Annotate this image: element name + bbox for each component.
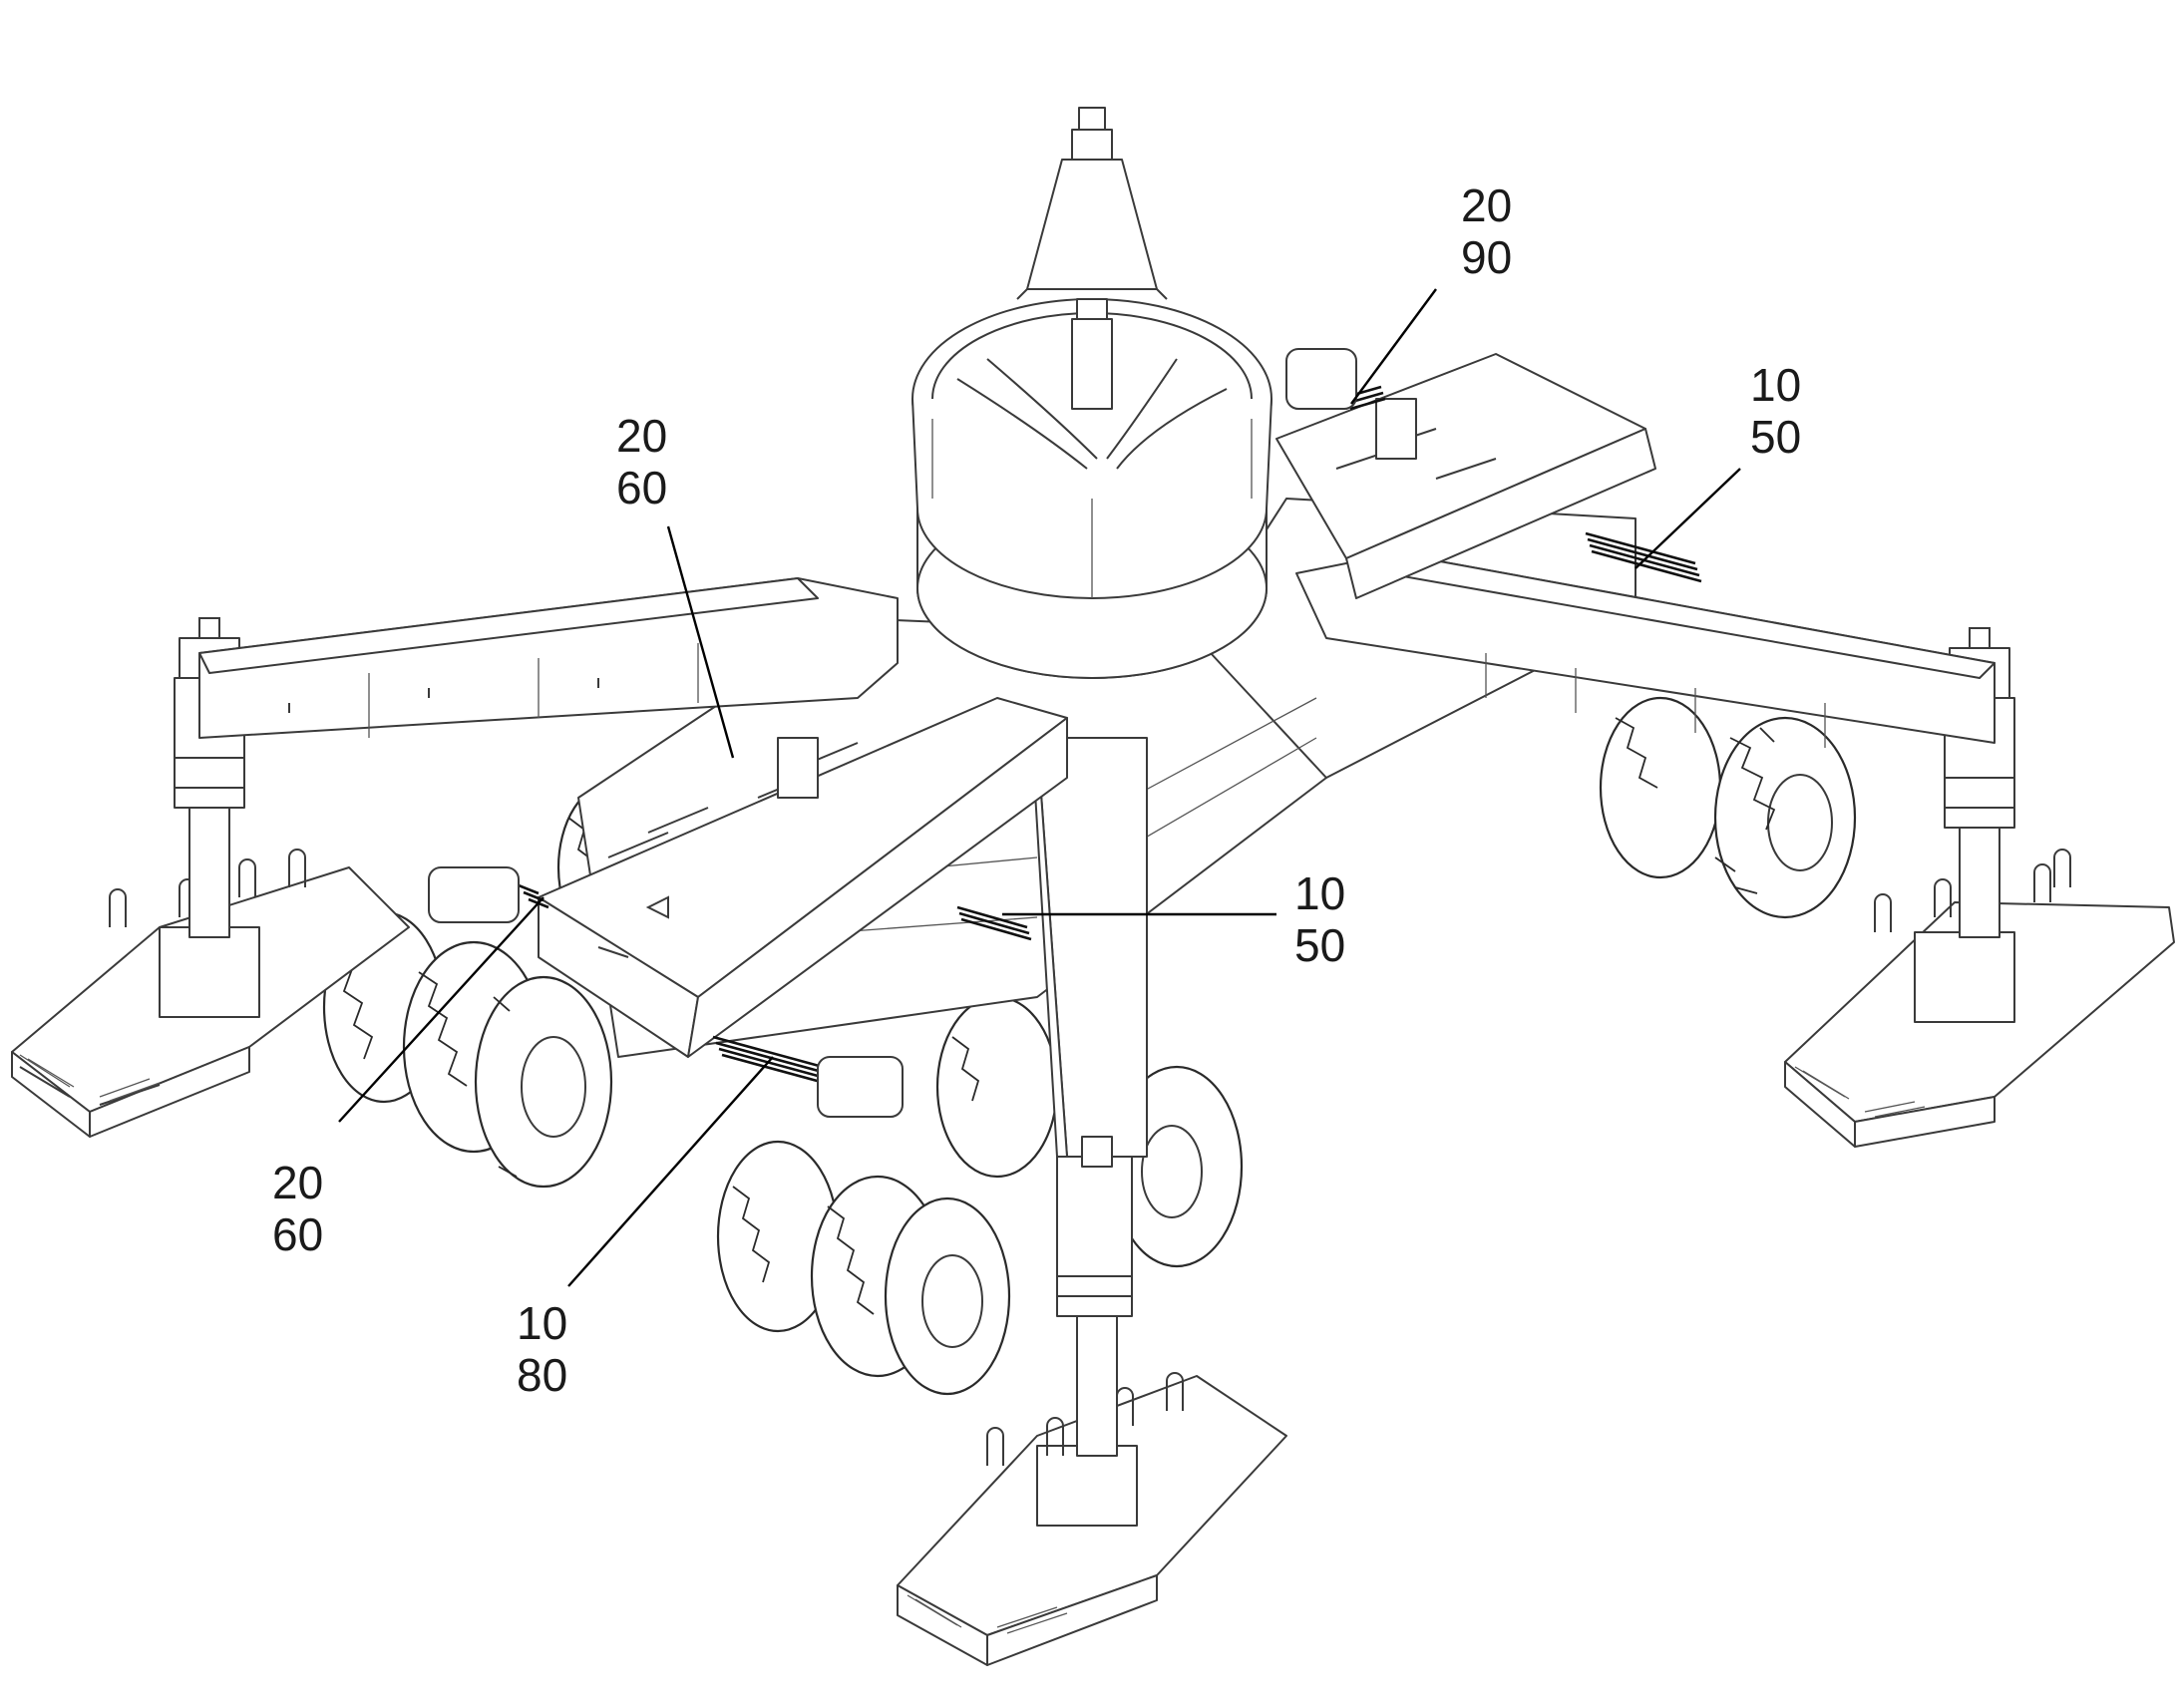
deck-box-front-left <box>538 697 1068 1058</box>
leader-10-50-right <box>1635 468 1741 569</box>
callout-10-80-bottom: 80 <box>517 1349 567 1401</box>
outrigger-leg-front <box>1056 1146 1133 1457</box>
callout-20-60-upper-top: 20 <box>616 410 667 462</box>
outrigger-beam-front <box>1031 737 1148 1168</box>
outrigger-foot-right <box>1784 849 2175 1148</box>
lifting-mast <box>1016 107 1168 300</box>
leader-20-90 <box>1350 288 1437 405</box>
callout-20-90-bottom: 90 <box>1461 231 1512 283</box>
deck-box-rear-right <box>1275 353 1656 599</box>
leader-20-60-lower <box>338 896 545 1123</box>
callout-20-60-upper: 20 60 <box>616 410 667 513</box>
callout-20-60-lower-bottom: 60 <box>272 1208 323 1260</box>
callout-20-90-top: 20 <box>1461 179 1512 231</box>
callout-20-60-lower: 20 60 <box>272 1157 323 1260</box>
callout-20-60-lower-top: 20 <box>272 1157 323 1208</box>
outrigger-foot-left <box>11 849 410 1138</box>
hose-bundles <box>428 348 1702 1118</box>
callout-10-80-top: 10 <box>517 1297 567 1349</box>
turntable-ring <box>911 298 1272 679</box>
callout-10-50-right: 10 50 <box>1750 359 1801 463</box>
outrigger-beam-left <box>198 577 899 739</box>
callout-10-50-center-bottom: 50 <box>1294 919 1345 971</box>
callout-20-60-upper-bottom: 60 <box>616 462 667 513</box>
callout-10-80: 10 80 <box>517 1297 567 1401</box>
wheel-set-front-center <box>716 995 1244 1396</box>
wheel-set-rear-right <box>1599 696 1857 919</box>
leader-10-80 <box>567 1056 774 1287</box>
callout-10-50-right-bottom: 50 <box>1750 411 1801 463</box>
callout-10-50-right-top: 10 <box>1750 359 1801 411</box>
outrigger-foot-front <box>897 1372 1287 1666</box>
callout-20-90: 20 90 <box>1461 179 1512 283</box>
callout-10-50-center-top: 10 <box>1294 867 1345 919</box>
leader-20-60-upper <box>666 525 735 759</box>
callout-10-50-center: 10 50 <box>1294 867 1345 971</box>
leader-lines <box>338 288 1741 1287</box>
